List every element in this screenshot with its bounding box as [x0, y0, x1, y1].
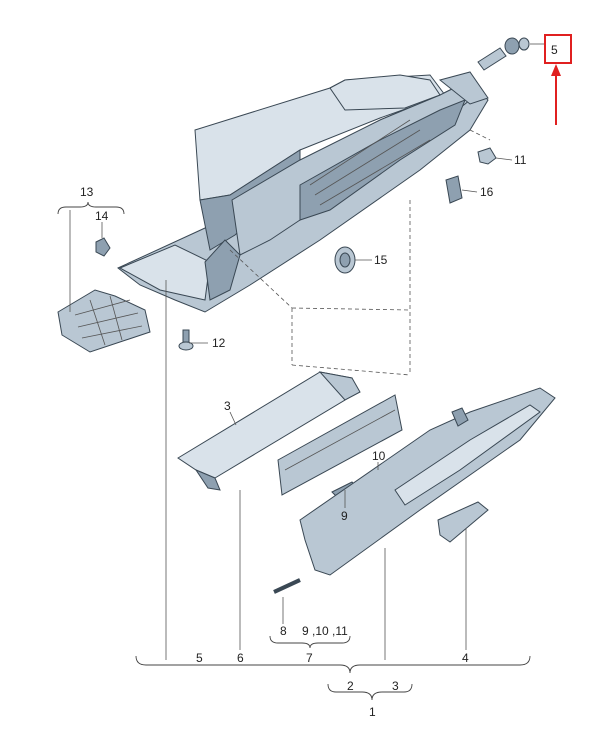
shelf-panel-part-3 [177, 371, 361, 491]
highlight-arrow-head [551, 64, 561, 76]
callout-1: 1 [369, 705, 376, 719]
callout-15: 15 [374, 253, 388, 267]
callout-10: 10 [372, 449, 386, 463]
callout-6: 6 [237, 651, 244, 665]
door-panel-part-6 [277, 394, 403, 496]
callout-16: 16 [480, 185, 494, 199]
screw-part-12 [178, 329, 194, 351]
callout-labels: 5 11 16 13 14 15 12 3 10 9 8 9 ,10 ,11 5… [80, 43, 558, 719]
brace-2-3 [327, 683, 413, 701]
callout-3-bottom: 3 [392, 679, 399, 693]
callout-11: 11 [514, 153, 527, 167]
callout-14: 14 [95, 209, 109, 223]
brace-bottom-wide [135, 655, 531, 674]
pin-part-8 [273, 578, 301, 594]
lid-part-4 [299, 387, 556, 576]
latch-part-top [477, 37, 530, 71]
brace-13 [57, 201, 125, 215]
highlight-box [544, 34, 572, 64]
damper-part-15 [334, 246, 356, 274]
clip-part-14 [95, 237, 111, 257]
callout-5-highlighted: 5 [551, 43, 558, 57]
side-cover-part-13 [57, 289, 151, 353]
block-part-16 [445, 175, 463, 204]
callout-4: 4 [462, 651, 469, 665]
leader-lines [69, 43, 545, 660]
clip-part-11 [477, 147, 497, 165]
callout-12: 12 [212, 336, 226, 350]
callout-9: 9 [341, 509, 348, 523]
callout-2: 2 [347, 679, 354, 693]
callout-3: 3 [224, 399, 231, 413]
callout-8: 8 [280, 624, 287, 638]
assembly-dashed-outline [229, 129, 491, 376]
callout-13: 13 [80, 185, 94, 199]
callout-7: 7 [306, 651, 313, 665]
brace-7 [269, 635, 351, 649]
glovebox-housing [117, 71, 489, 313]
callout-5: 5 [196, 651, 203, 665]
callout-9-10-11-group: 9 ,10 ,11 [302, 624, 348, 638]
highlight-marker [544, 34, 572, 125]
